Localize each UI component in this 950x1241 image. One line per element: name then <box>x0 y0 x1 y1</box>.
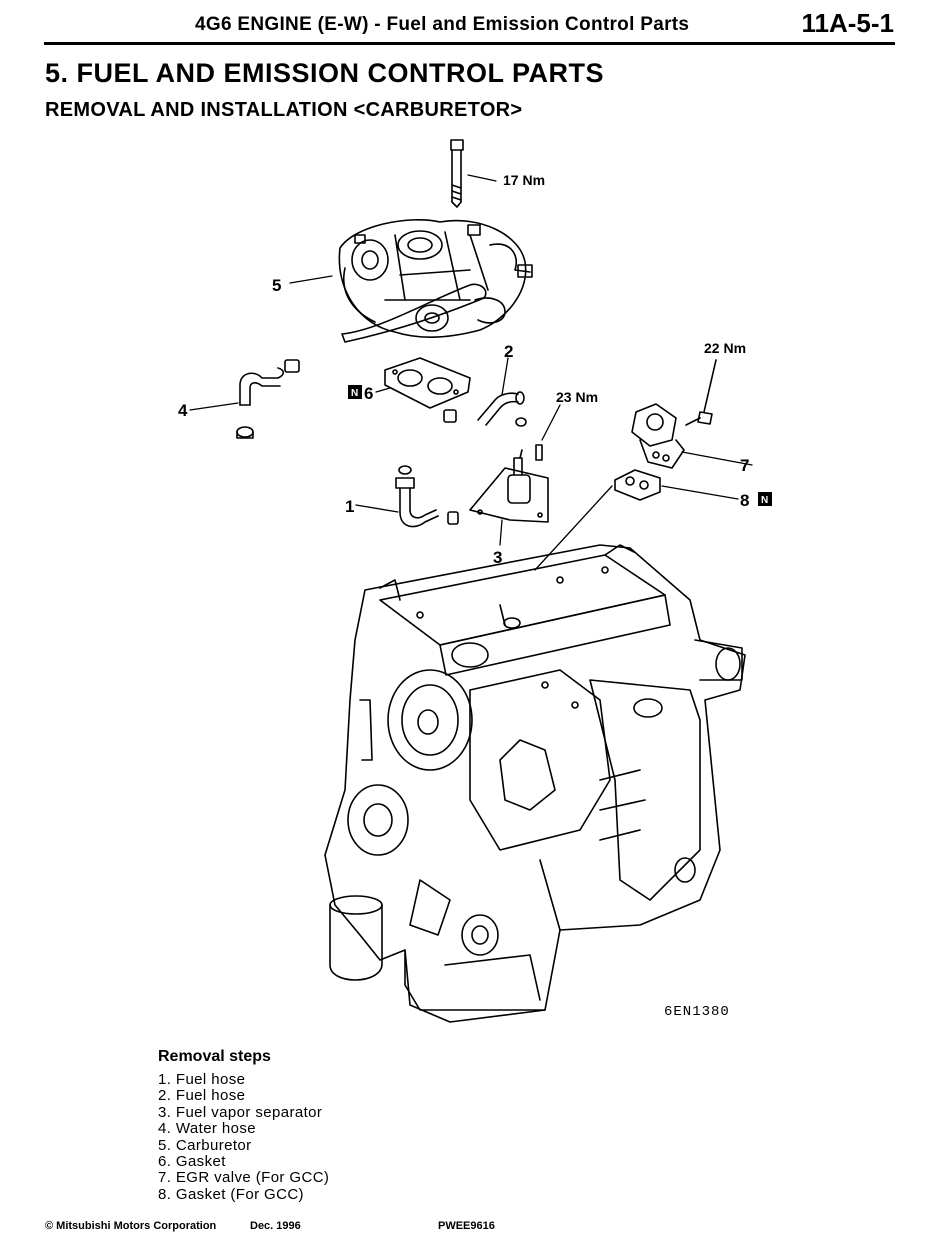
egr-valve-illustration <box>631 359 753 469</box>
callout-3: 3 <box>493 548 502 567</box>
list-item: 2. Fuel hose <box>158 1087 246 1105</box>
torque-label-egr-bolt: 22 Nm <box>704 340 746 356</box>
callout-7: 7 <box>740 456 749 475</box>
fuel-vapor-separator-illustration <box>469 404 561 546</box>
egr-gasket-illustration <box>534 469 739 571</box>
exploded-view-diagram: 5 2 4 6 1 3 7 8 N N 17 Nm 22 Nm 23 Nm 6E… <box>178 139 772 1023</box>
removal-steps: Removal steps 1. Fuel hose 2. Fuel hose … <box>158 1048 329 1203</box>
carburetor-illustration <box>289 219 533 343</box>
engine-block-illustration <box>324 544 746 1023</box>
fuel-hose-1-illustration <box>355 465 459 528</box>
figure-id: 6EN1380 <box>664 1004 730 1020</box>
removal-steps-title: Removal steps <box>158 1048 271 1065</box>
callout-4: 4 <box>178 401 188 420</box>
footer-date: Dec. 1996 <box>250 1220 301 1232</box>
list-item: 8. Gasket (For GCC) <box>158 1185 304 1203</box>
footer-copyright: © Mitsubishi Motors Corporation <box>45 1220 217 1232</box>
torque-label-carburetor-bolt: 17 Nm <box>503 172 545 188</box>
header-rule <box>44 42 895 45</box>
new-part-mark-6: N <box>348 385 362 399</box>
callout-8: 8 <box>740 491 749 510</box>
new-part-mark-8: N <box>758 492 772 506</box>
section-title: 5. FUEL AND EMISSION CONTROL PARTS <box>45 58 605 88</box>
list-item: 5. Carburetor <box>158 1136 252 1154</box>
list-item: 4. Water hose <box>158 1120 257 1138</box>
carburetor-gasket-illustration <box>375 357 471 409</box>
carburetor-bolt-illustration <box>450 139 497 208</box>
list-item: 7. EGR valve (For GCC) <box>158 1169 330 1187</box>
callout-2: 2 <box>504 342 513 361</box>
torque-label-separator-bolt: 23 Nm <box>556 389 598 405</box>
svg-text:N: N <box>761 495 768 506</box>
list-item: 6. Gasket <box>158 1153 226 1171</box>
callout-5: 5 <box>272 276 281 295</box>
section-subtitle: REMOVAL AND INSTALLATION <CARBURETOR> <box>45 99 523 121</box>
fuel-hose-2-illustration <box>443 357 527 427</box>
removal-steps-list: 1. Fuel hose 2. Fuel hose 3. Fuel vapor … <box>158 1071 330 1203</box>
header-title: 4G6 ENGINE (E-W) - Fuel and Emission Con… <box>195 14 690 35</box>
footer-doc-code: PWEE9616 <box>438 1220 495 1232</box>
list-item: 3. Fuel vapor separator <box>158 1103 323 1121</box>
callout-1: 1 <box>345 497 354 516</box>
svg-text:N: N <box>351 388 358 399</box>
callout-6: 6 <box>364 384 373 403</box>
list-item: 1. Fuel hose <box>158 1071 246 1088</box>
water-hose-illustration <box>189 359 300 439</box>
page-number: 11A-5-1 <box>801 8 895 38</box>
